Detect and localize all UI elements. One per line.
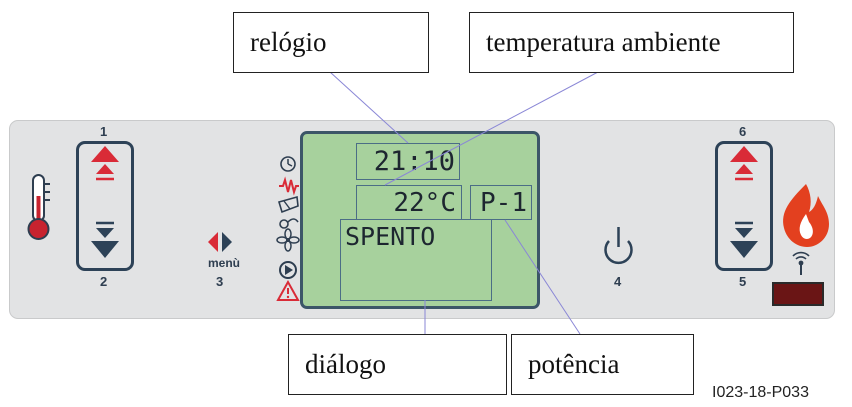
callout-dialog-text: diálogo xyxy=(305,349,386,379)
key-3-label: 3 xyxy=(216,274,224,289)
callout-power-text: potência xyxy=(528,349,620,379)
temperature-value: 22°C xyxy=(393,187,456,218)
power-level-value: P-1 xyxy=(480,187,527,218)
key-6-up-button[interactable] xyxy=(730,146,758,181)
clock-icon xyxy=(280,156,296,172)
clock-value: 21:10 xyxy=(373,146,455,177)
key-2-label: 2 xyxy=(100,274,108,289)
callout-clock: relógio xyxy=(233,12,429,73)
key-1-up-button[interactable] xyxy=(91,146,119,181)
callout-clock-text: relógio xyxy=(250,27,327,57)
pump-icon-small xyxy=(279,218,299,229)
right-keypad xyxy=(715,141,773,271)
clock-leader-line xyxy=(329,71,409,144)
key-4-label: 4 xyxy=(614,274,622,289)
alarm-icon xyxy=(276,279,300,301)
callout-ambient-temperature-text: temperatura ambiente xyxy=(486,27,721,57)
play-icon xyxy=(279,261,297,279)
key-1-label: 1 xyxy=(100,124,108,139)
receiver-indicator xyxy=(772,282,824,306)
dialog-display: SPENTO xyxy=(340,219,492,301)
figure-code: I023-18-P033 xyxy=(712,384,809,401)
left-keypad xyxy=(76,141,134,271)
key-5-down-button[interactable] xyxy=(730,221,758,258)
dialog-text: SPENTO xyxy=(345,222,436,251)
menu-label: menù xyxy=(208,256,241,270)
clock-display: 21:10 xyxy=(356,143,460,180)
key-6-label: 6 xyxy=(739,124,747,139)
fan-icon xyxy=(276,228,300,252)
callout-dialog: diálogo xyxy=(288,334,507,395)
key-5-label: 5 xyxy=(739,274,747,289)
resistance-icon xyxy=(279,176,299,196)
callout-power: potência xyxy=(511,334,694,395)
callout-ambient-temperature: temperatura ambiente xyxy=(469,12,794,73)
temperature-leader-line xyxy=(384,71,599,186)
key-2-down-button[interactable] xyxy=(91,221,119,258)
auger-icon xyxy=(277,195,299,214)
power-leader-line xyxy=(504,219,581,335)
power-level-display: P-1 xyxy=(470,185,532,220)
